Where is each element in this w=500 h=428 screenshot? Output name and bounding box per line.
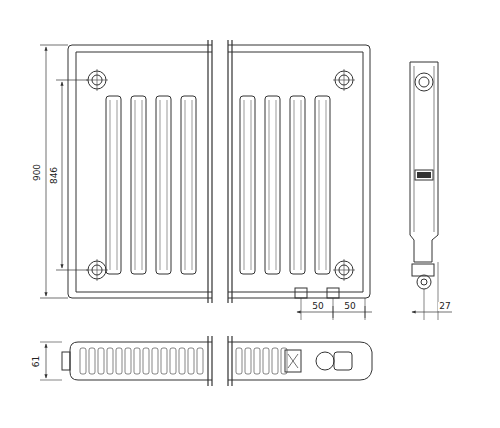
channel	[181, 96, 196, 274]
channel	[156, 96, 171, 274]
fin	[80, 348, 86, 374]
channel-inner	[160, 100, 167, 270]
fin	[161, 348, 167, 374]
channel-inner	[110, 100, 117, 270]
fin	[116, 348, 122, 374]
front-view	[68, 40, 372, 320]
fin	[179, 348, 185, 374]
channel	[265, 96, 280, 274]
fin	[89, 348, 95, 374]
channel	[240, 96, 255, 274]
channel-inner	[294, 100, 301, 270]
channel	[131, 96, 146, 274]
fin	[197, 348, 203, 374]
channel	[315, 96, 330, 274]
fin	[188, 348, 194, 374]
height-dimensions	[40, 45, 88, 298]
channel-inner	[185, 100, 192, 270]
fin	[143, 348, 149, 374]
fin	[254, 348, 260, 374]
fin	[134, 348, 140, 374]
fin	[245, 348, 251, 374]
dimension-label: 61	[32, 354, 41, 367]
fin	[152, 348, 158, 374]
dimension-label: 900	[34, 162, 43, 181]
fin	[263, 348, 269, 374]
channel-inner	[319, 100, 326, 270]
plan-view	[40, 336, 372, 386]
fin	[170, 348, 176, 374]
channel	[106, 96, 121, 274]
dimension-label: 50	[343, 302, 356, 311]
fin	[107, 348, 113, 374]
fin	[236, 348, 242, 374]
dimension-label: 50	[311, 302, 324, 311]
channel-inner	[135, 100, 142, 270]
fin	[281, 348, 287, 374]
channel	[290, 96, 305, 274]
dimension-label: 27	[438, 302, 451, 311]
fin	[98, 348, 104, 374]
channel-inner	[269, 100, 276, 270]
side-view	[410, 62, 452, 320]
fin	[125, 348, 131, 374]
dimension-label: 846	[51, 165, 60, 184]
fin	[272, 348, 278, 374]
channel-inner	[244, 100, 251, 270]
